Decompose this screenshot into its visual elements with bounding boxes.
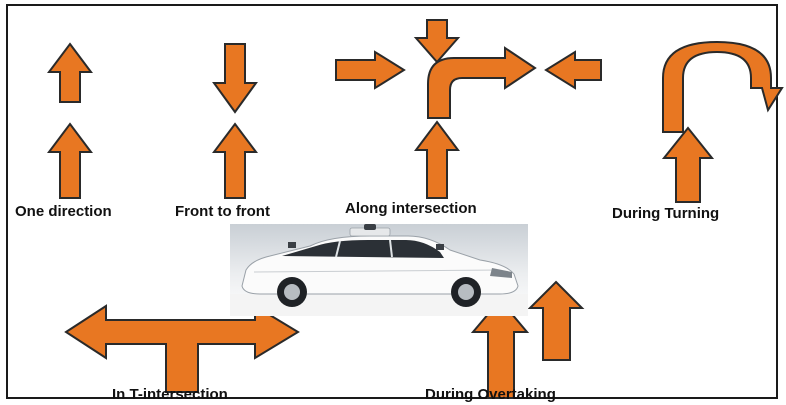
along-intersection-label: Along intersection <box>345 200 477 217</box>
t-intersection-label: In T-intersection <box>112 386 228 403</box>
one-direction-arrow-top <box>47 42 93 103</box>
along-intersection-arrow-up <box>414 120 460 199</box>
front-to-front-arrow-down <box>212 43 258 114</box>
along-intersection-arrow-turn-right <box>427 46 537 119</box>
during-overtaking-label: During Overtaking <box>425 386 556 403</box>
along-intersection-arrow-down <box>413 19 461 64</box>
front-to-front-label: Front to front <box>175 203 270 220</box>
during-turning-arrow-up <box>661 126 715 203</box>
front-to-front-arrow-up <box>212 122 258 199</box>
during-turning-u-turn-arrow <box>662 40 784 133</box>
one-direction-arrow-bottom <box>47 122 93 199</box>
one-direction-label: One direction <box>15 203 112 220</box>
overtaking-arrow-passing <box>527 280 585 361</box>
autonomous-car-image <box>230 224 528 316</box>
overtaking-arrow-main <box>470 298 530 399</box>
along-intersection-arrow-right-incoming <box>544 50 602 90</box>
during-turning-label: During Turning <box>612 205 720 222</box>
along-intersection-arrow-left <box>335 50 406 90</box>
t-intersection-arrow <box>64 304 300 393</box>
